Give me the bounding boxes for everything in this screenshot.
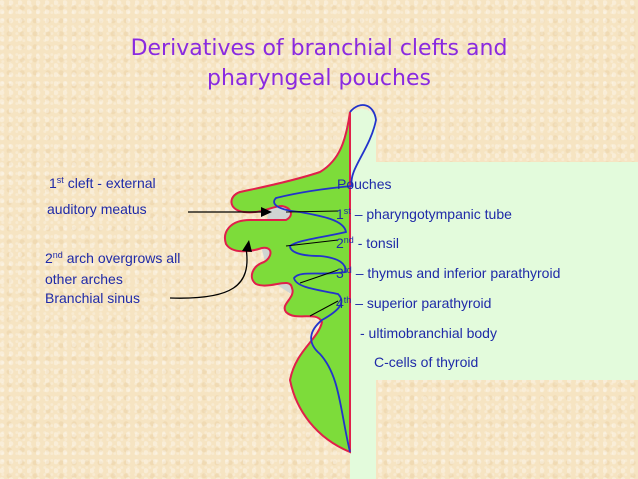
pouches-header: Pouches [337, 176, 392, 192]
sinus-arrow-line [169, 247, 248, 299]
pouch-item-2: 2nd - tonsil [336, 235, 399, 251]
endoderm-outline [273, 104, 377, 453]
cleft-label-line-2: auditory meatus [47, 201, 147, 217]
arch-label-line-2: other arches [45, 271, 123, 287]
title-line-2: pharyngeal pouches [207, 66, 431, 91]
pouch-item-1: 1st – pharyngotympanic tube [336, 206, 512, 222]
arches-body [224, 111, 351, 454]
cleft-label-line-1: 1st cleft - external [49, 175, 156, 191]
pharynx-column [350, 109, 376, 479]
page-title: Derivatives of branchial clefts and phar… [0, 34, 638, 94]
c-cells-label: C-cells of thyroid [374, 354, 479, 370]
pouch-item-3: 3rd – thymus and inferior parathyroid [336, 265, 561, 281]
pouch-2-leader [285, 239, 339, 247]
ultimobranchial-body-label: - ultimobranchial body [360, 325, 497, 341]
pouch-item-4: 4th – superior parathyroid [336, 295, 492, 311]
title-line-1: Derivatives of branchial clefts and [130, 36, 508, 61]
pouch-1-leader [285, 210, 339, 213]
cleft-arrow-head [261, 207, 272, 217]
pouches-panel [348, 162, 638, 380]
pouch-3-leader [299, 269, 339, 284]
arch-label-line-1: 2nd arch overgrows all [45, 250, 181, 266]
branchial-sinus-label: Branchial sinus [45, 290, 140, 306]
pouch-4-leader [309, 300, 339, 317]
sinus-arrow-head [242, 240, 252, 252]
